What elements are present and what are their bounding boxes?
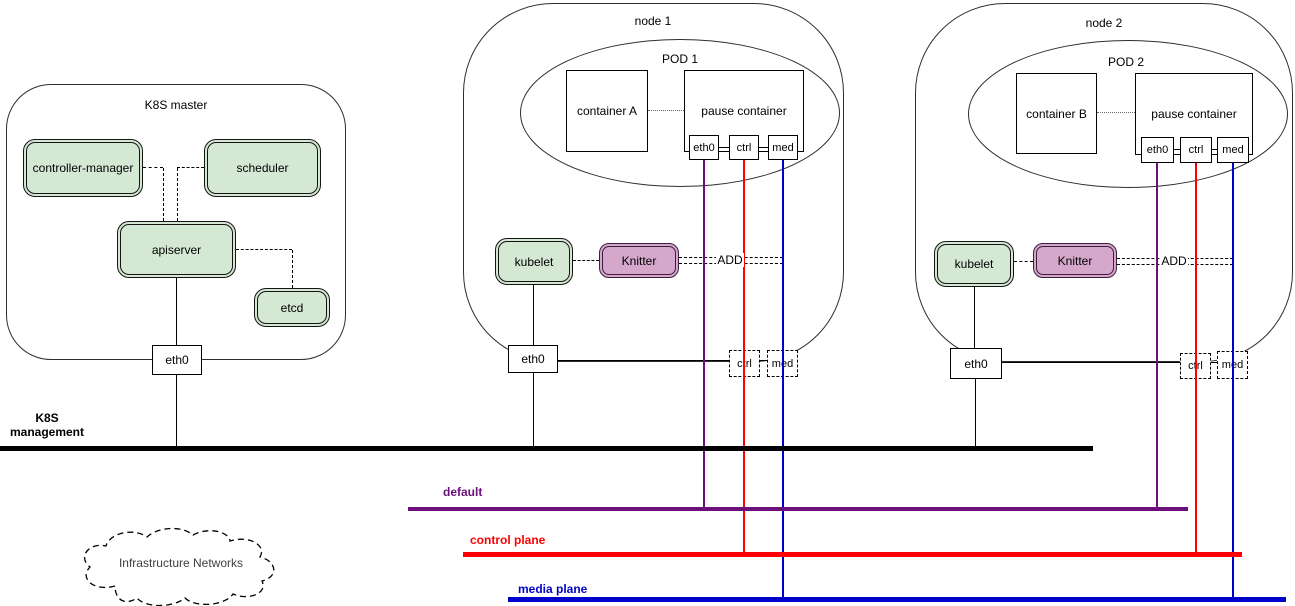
kubelet-1-box[interactable]: kubelet	[495, 238, 573, 285]
line-node2-ctrl-med	[1211, 362, 1217, 363]
knitter-2-box[interactable]: Knitter	[1033, 243, 1117, 278]
node-2-title: node 2	[1085, 16, 1123, 30]
connector-apiserver-etcd-v	[292, 250, 293, 288]
line-node2-control	[1195, 163, 1197, 554]
node1-eth0-box[interactable]: eth0	[508, 345, 558, 373]
bus-label-control-plane: control plane	[470, 533, 546, 547]
apiserver-box[interactable]: apiserver	[117, 221, 236, 278]
connector-containerA-pause	[648, 110, 684, 111]
connector-pause2-eth0-ctrl	[1174, 149, 1180, 150]
pause1-med-box[interactable]: med	[768, 135, 798, 160]
pause2-med-box[interactable]: med	[1217, 137, 1249, 163]
line-node2-eth0-bus	[975, 379, 976, 447]
connector-cm-apiserver	[143, 167, 163, 168]
etcd-box[interactable]: etcd	[254, 288, 330, 327]
controller-manager-box[interactable]: controller-manager	[23, 139, 143, 197]
line-kubelet2-eth0	[974, 287, 975, 348]
node-1-title: node 1	[634, 14, 672, 28]
container-b-box[interactable]: container B	[1016, 73, 1097, 154]
infrastructure-cloud	[83, 527, 275, 606]
knitter-1-box[interactable]: Knitter	[599, 243, 679, 278]
add-label-1: ADD	[716, 253, 744, 267]
bus-k8s-management	[0, 446, 1093, 451]
kubelet-2-box[interactable]: kubelet	[934, 241, 1014, 287]
line-node2-default	[1156, 163, 1158, 509]
bus-label-k8s-management: K8S management	[9, 411, 85, 439]
line-node1-eth0-ctrl	[558, 360, 729, 361]
bus-control-plane	[463, 552, 1242, 557]
connector-pause2-ctrl-med	[1212, 149, 1217, 150]
connector-kubelet1-knitter	[573, 260, 599, 261]
bus-media-plane	[508, 597, 1286, 602]
pod-1-title: POD 1	[661, 52, 698, 66]
line-node1-default	[703, 160, 705, 509]
bus-label-media-plane: media plane	[518, 582, 588, 596]
connector-sched-apiserver	[177, 167, 204, 168]
infrastructure-cloud-label: Infrastructure Networks	[118, 556, 244, 570]
line-node2-media	[1232, 163, 1234, 599]
pod-2-title: POD 2	[1107, 55, 1144, 69]
connector-pause1-eth0-ctrl	[719, 147, 729, 148]
bus-default	[408, 507, 1188, 511]
container-a-box[interactable]: container A	[566, 70, 648, 152]
k8s-master-title: K8S master	[144, 98, 208, 112]
line-kubelet1-eth0	[533, 285, 534, 345]
connector-kubelet2-knitter	[1014, 261, 1033, 262]
add-label-2: ADD	[1160, 254, 1188, 268]
line-node1-eth0-bus	[533, 373, 534, 447]
pause2-eth0-box[interactable]: eth0	[1141, 137, 1174, 163]
master-eth0-box[interactable]: eth0	[152, 345, 202, 375]
line-master-eth0-bus	[176, 375, 177, 447]
pause1-ctrl-box[interactable]: ctrl	[729, 135, 759, 160]
pause2-ctrl-box[interactable]: ctrl	[1180, 137, 1212, 163]
scheduler-box[interactable]: scheduler	[204, 139, 321, 197]
line-node1-ctrl-med	[760, 360, 767, 361]
bus-label-default: default	[443, 485, 483, 499]
connector-sched-apiserver-v	[177, 168, 178, 221]
connector-containerB-pause	[1097, 112, 1135, 113]
line-node1-control	[743, 160, 745, 554]
line-apiserver-eth0	[176, 278, 177, 345]
connector-pause1-ctrl-med	[759, 147, 768, 148]
line-node2-eth0-ctrl	[1002, 362, 1180, 363]
node2-eth0-box[interactable]: eth0	[950, 348, 1002, 379]
connector-cm-apiserver-v	[163, 168, 164, 221]
connector-apiserver-etcd	[236, 249, 292, 250]
pause1-eth0-box[interactable]: eth0	[689, 135, 719, 160]
line-node1-media	[782, 160, 784, 599]
